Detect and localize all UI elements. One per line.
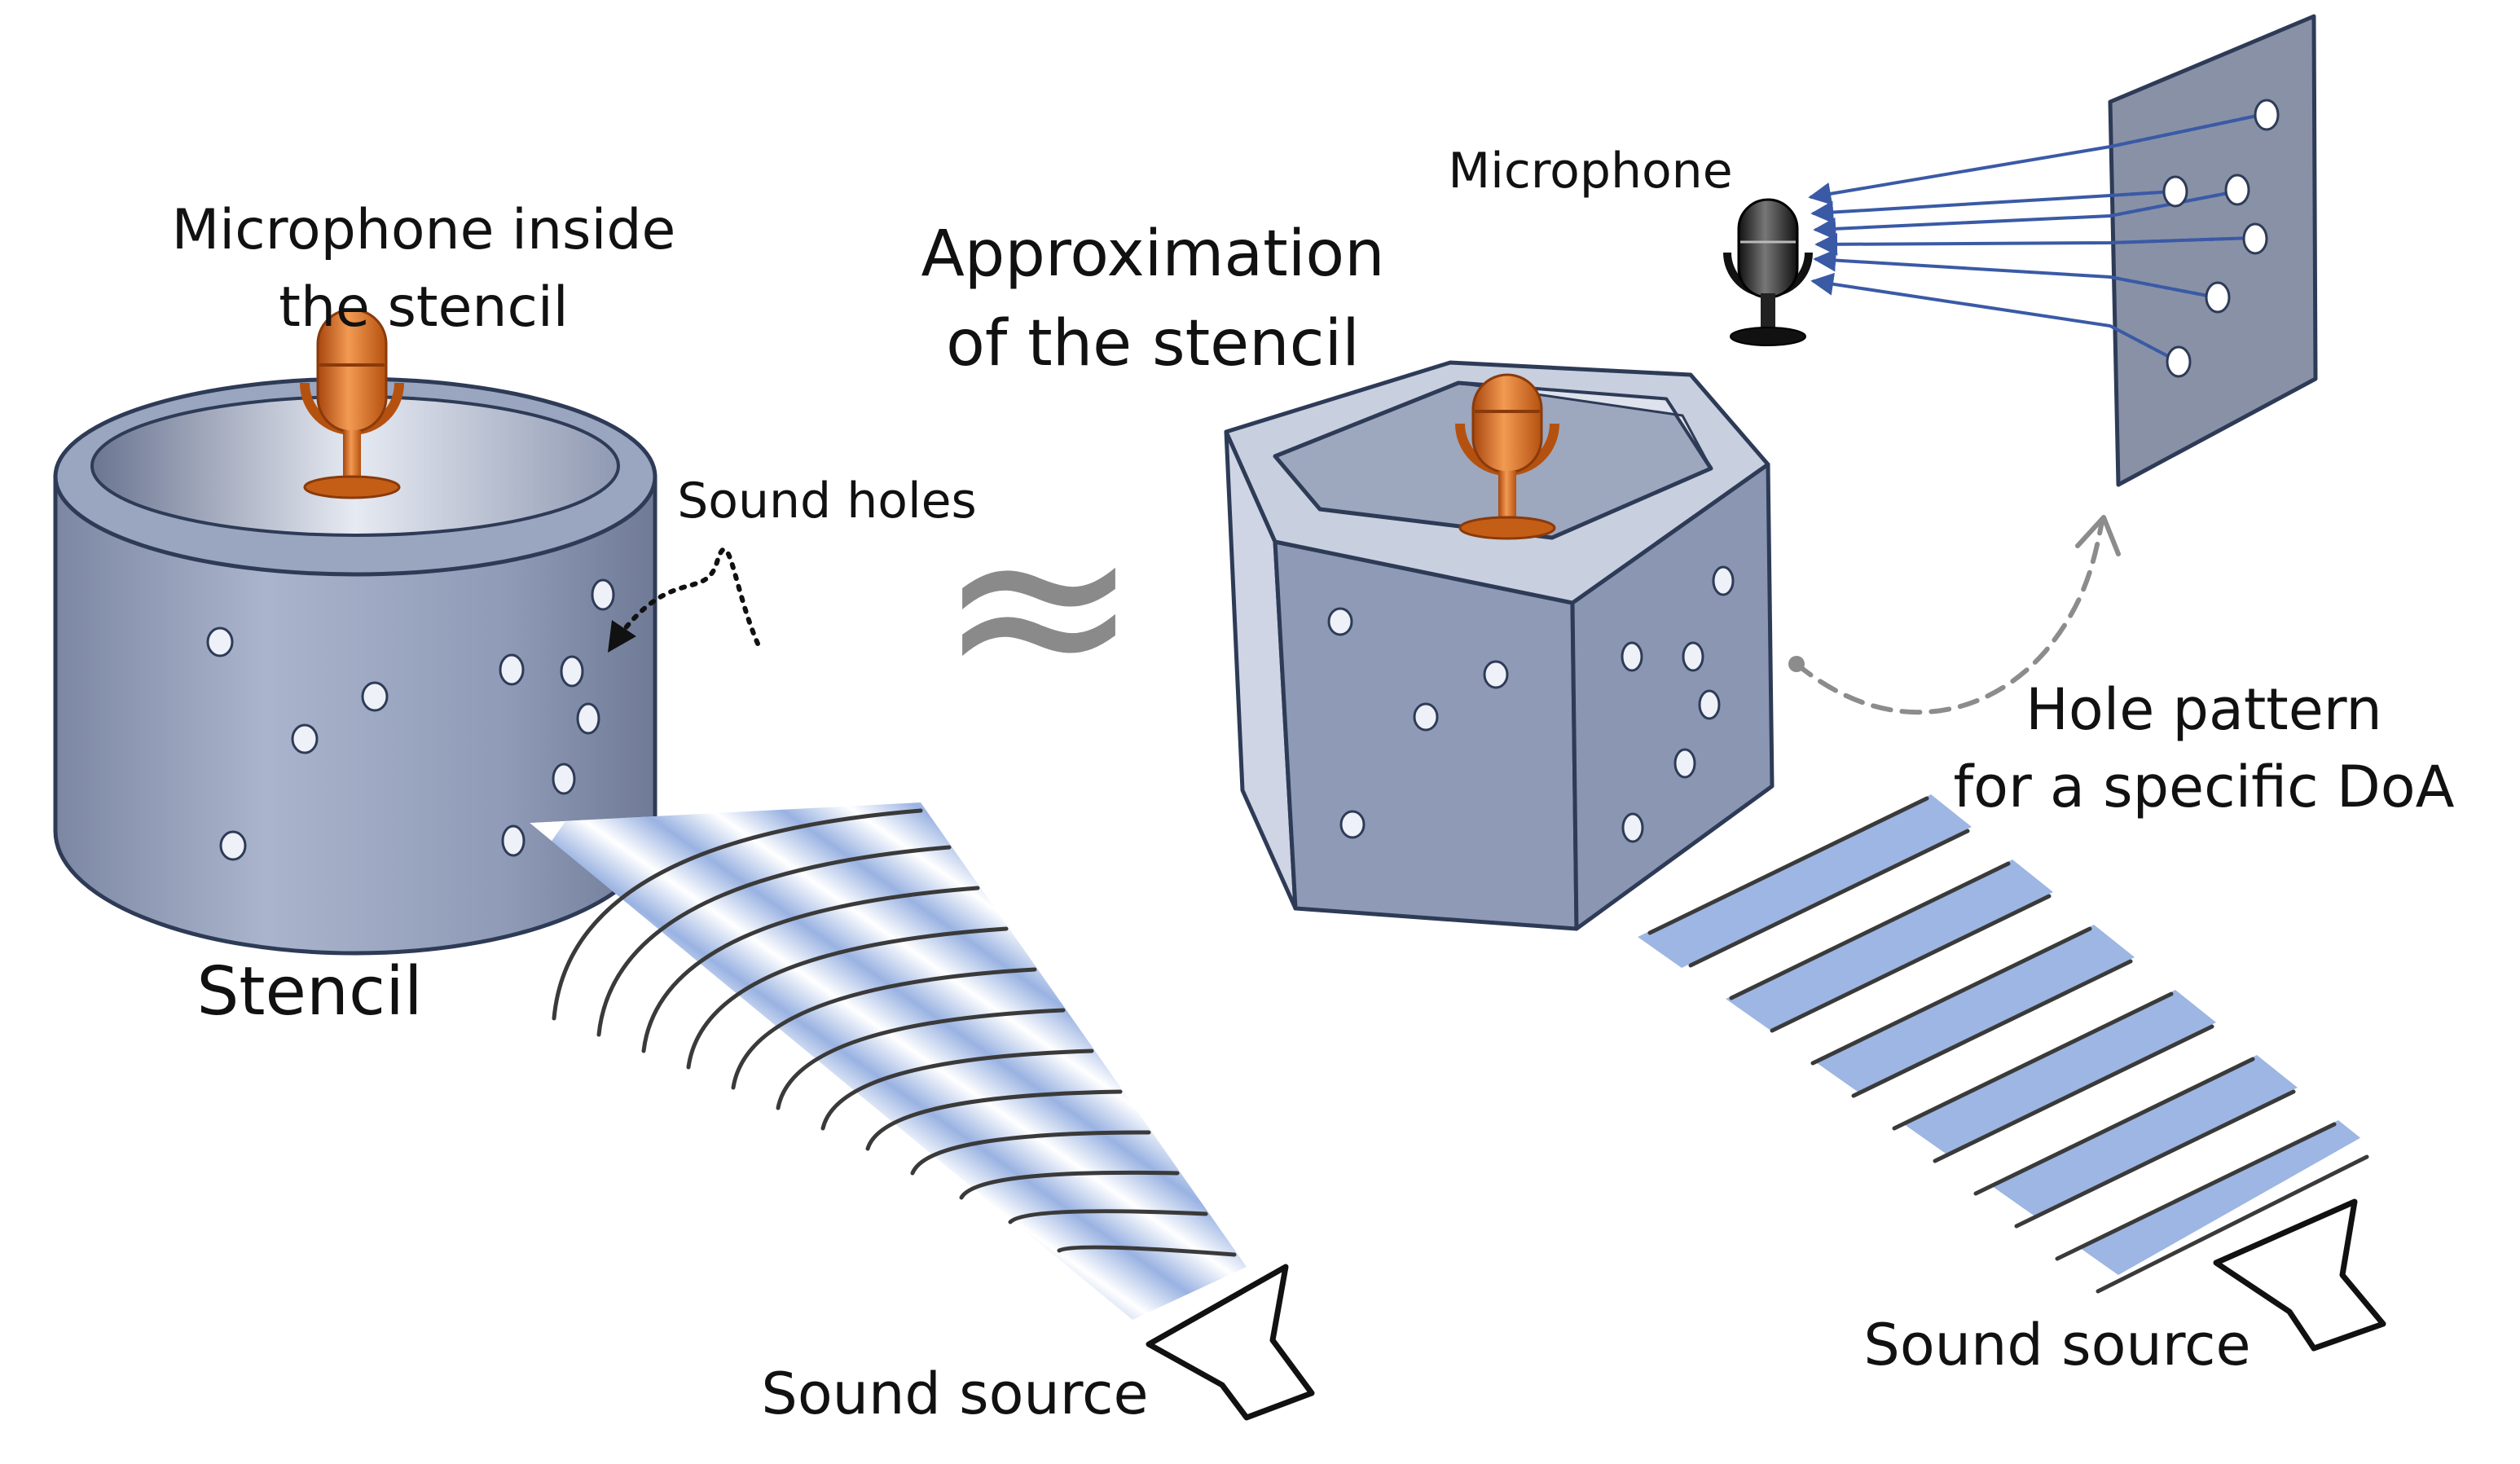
- approximation-label-line1: Approximation: [921, 218, 1384, 291]
- hole-pattern-panel: [2108, 14, 2318, 487]
- black-microphone-icon: [1723, 198, 1813, 346]
- approx-symbol: ≈: [936, 462, 1141, 746]
- panel-holes: [2162, 99, 2280, 378]
- hole-pattern-arrow: [1794, 519, 2104, 715]
- stencil-holes: [206, 578, 615, 861]
- sound-source-left-label: Sound source: [761, 1361, 1148, 1427]
- hole-pattern-label-line1: Hole pattern: [2025, 676, 2381, 743]
- orange-microphone-icon: [1455, 373, 1559, 540]
- sound-holes-pointer: [608, 547, 760, 653]
- microphone-label: Microphone: [1448, 143, 1732, 200]
- planar-wavefronts: [1638, 794, 2369, 1294]
- mic-inside-label-line1: Microphone inside: [172, 198, 676, 262]
- approximation-label-line2: of the stencil: [946, 307, 1360, 380]
- stencil-label: Stencil: [196, 953, 422, 1031]
- hole-pattern-arrow-origin: [1788, 656, 1805, 672]
- speaker-horn-icon: [1146, 1264, 1315, 1421]
- hole-pattern-arrow-head: [2075, 515, 2121, 556]
- orange-microphone-icon: [300, 308, 404, 499]
- sound-source-right-label: Sound source: [1863, 1312, 2250, 1378]
- sound-holes-label: Sound holes: [677, 473, 977, 530]
- speaker-horn-icon: [2213, 1198, 2386, 1352]
- hole-pattern-label-line2: for a specific DoA: [1954, 754, 2455, 820]
- mic-inside-label-line2: the stencil: [279, 275, 568, 340]
- labels: Microphone inside the stencil Sound hole…: [172, 143, 2455, 1427]
- hexagon-holes: [1327, 565, 1735, 843]
